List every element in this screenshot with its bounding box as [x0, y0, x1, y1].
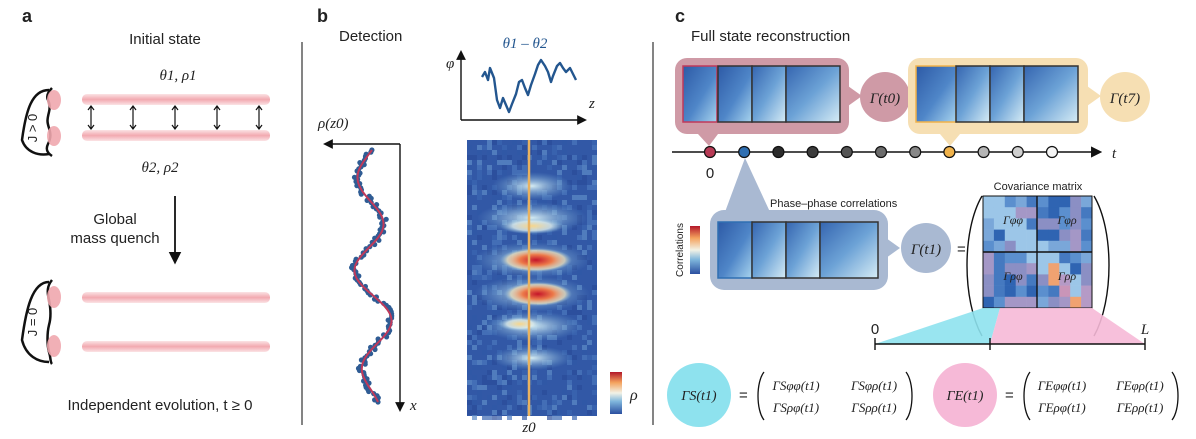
tube-1-top — [82, 94, 270, 105]
panel-c: c Full state reconstruction Γ(t0) Γ(t7) — [667, 6, 1179, 427]
gamma-t7-label: Γ(t7) — [1109, 91, 1140, 107]
timeline-dot — [703, 145, 717, 159]
double-well-coupled — [20, 87, 61, 158]
double-well-decoupled — [20, 279, 61, 365]
tube-2-top — [82, 130, 270, 141]
environment-equals: = — [1005, 387, 1014, 404]
gamma-t0-bubble: Γ(t0) — [675, 58, 910, 146]
timeline-dot — [943, 145, 956, 159]
timeline-dot — [738, 145, 751, 159]
timeline-dot — [1011, 145, 1024, 159]
profile-dot — [366, 388, 372, 395]
panel-a-letter: a — [22, 6, 33, 26]
panel-c-letter: c — [675, 6, 685, 26]
system-matrix: ΓS(t1) = ΓSφφ(t1) ΓSφρ(t1) ΓSρφ(t1) ΓSρρ… — [667, 363, 913, 427]
rho-z0-label: ρ(z0) — [317, 116, 349, 132]
z0-label: z0 — [521, 420, 536, 436]
j-positive-label: J > 0 — [25, 114, 40, 143]
system-matrix-rhorho: ΓSρρ(t1) — [850, 400, 896, 415]
quench-line-2: mass quench — [70, 230, 159, 247]
panel-b: b Detection θ1 – θ2 φ z ρ(z0) x — [317, 6, 638, 436]
cov-block-rhorho: Γρρ — [1057, 269, 1077, 283]
system-matrix-phirho: ΓSφρ(t1) — [850, 378, 897, 393]
phase-profile-line — [480, 58, 578, 114]
length-zero-label: 0 — [871, 321, 879, 338]
covariance-title: Covariance matrix — [994, 181, 1083, 193]
time-zero-label: 0 — [706, 165, 714, 182]
system-projection — [875, 308, 1000, 344]
independent-evolution-caption: Independent evolution, t ≥ 0 — [67, 397, 252, 414]
cov-block-phiphi: Γφφ — [1002, 213, 1023, 227]
x-axis-label: x — [409, 398, 417, 414]
colorbar-rho-label: ρ — [629, 387, 638, 404]
environment-gamma-label: ΓE(t1) — [946, 389, 984, 404]
tunneling-arrows — [87, 105, 263, 130]
tube-2-bottom — [82, 341, 270, 352]
length-L-label: L — [1140, 322, 1149, 338]
environment-matrix: ΓE(t1) = ΓEφφ(t1) ΓEφρ(t1) ΓEρφ(t1) ΓEρρ… — [933, 363, 1179, 427]
density-profile-fit — [353, 149, 393, 403]
covariance-matrix-grid — [983, 196, 1093, 309]
profile-dot — [362, 361, 368, 367]
env-matrix-phiphi: ΓEφφ(t1) — [1037, 378, 1087, 393]
phase-corr-title: Phase–phase correlations — [770, 198, 898, 210]
bottom-tube-label: θ2, ρ2 — [141, 160, 179, 176]
panel-a: a Initial state θ1, ρ1 J > 0 θ2, ρ2 Glob… — [20, 6, 270, 414]
env-matrix-rhorho: ΓEρρ(t1) — [1116, 400, 1164, 415]
quench-line-1: Global — [93, 211, 136, 228]
env-matrix-phirho: ΓEφρ(t1) — [1115, 378, 1164, 393]
phi-axis-label: φ — [446, 56, 454, 72]
absorption-image — [467, 140, 597, 420]
correlations-colorbar — [690, 226, 700, 274]
density-colorbar — [610, 372, 622, 414]
initial-state-title: Initial state — [129, 31, 201, 48]
tube-1-bottom — [82, 292, 270, 303]
timeline-dot — [772, 145, 785, 159]
timeline-dot — [840, 145, 853, 159]
system-equals: = — [739, 387, 748, 404]
timeline-dot — [977, 145, 990, 159]
env-matrix-rhophi: ΓEρφ(t1) — [1037, 400, 1086, 415]
time-axis-label: t — [1112, 146, 1117, 162]
environment-projection — [990, 308, 1145, 344]
cov-block-rhophi: Γρφ — [1002, 269, 1023, 283]
j-zero-label: J = 0 — [25, 308, 40, 337]
timeline-dot — [874, 145, 888, 159]
profile-dot — [356, 367, 363, 374]
system-matrix-rhophi: ΓSρφ(t1) — [772, 400, 819, 415]
system-matrix-phiphi: ΓSφφ(t1) — [771, 378, 819, 393]
reconstruction-title: Full state reconstruction — [691, 28, 850, 45]
timeline-dot — [1045, 145, 1059, 159]
phase-difference-label: θ1 – θ2 — [503, 36, 548, 52]
panel-b-letter: b — [317, 6, 328, 26]
z-axis-label: z — [588, 96, 595, 112]
timeline-dot — [806, 145, 819, 159]
correlations-label: Correlations — [675, 223, 686, 277]
timeline-dots — [703, 145, 1059, 159]
cov-block-phirho: Γφρ — [1056, 213, 1076, 227]
gamma-t0-label: Γ(t0) — [869, 91, 900, 107]
top-tube-label: θ1, ρ1 — [159, 68, 196, 84]
system-gamma-label: ΓS(t1) — [680, 389, 717, 404]
gamma-t1-label: Γ(t1) — [910, 242, 941, 258]
gamma-t7-bubble: Γ(t7) — [908, 58, 1150, 146]
gamma-t1-bubble: Γ(t1) — [710, 158, 951, 290]
timeline-dot — [909, 145, 922, 159]
equals-sign: = — [957, 241, 966, 258]
detection-title: Detection — [339, 28, 402, 45]
